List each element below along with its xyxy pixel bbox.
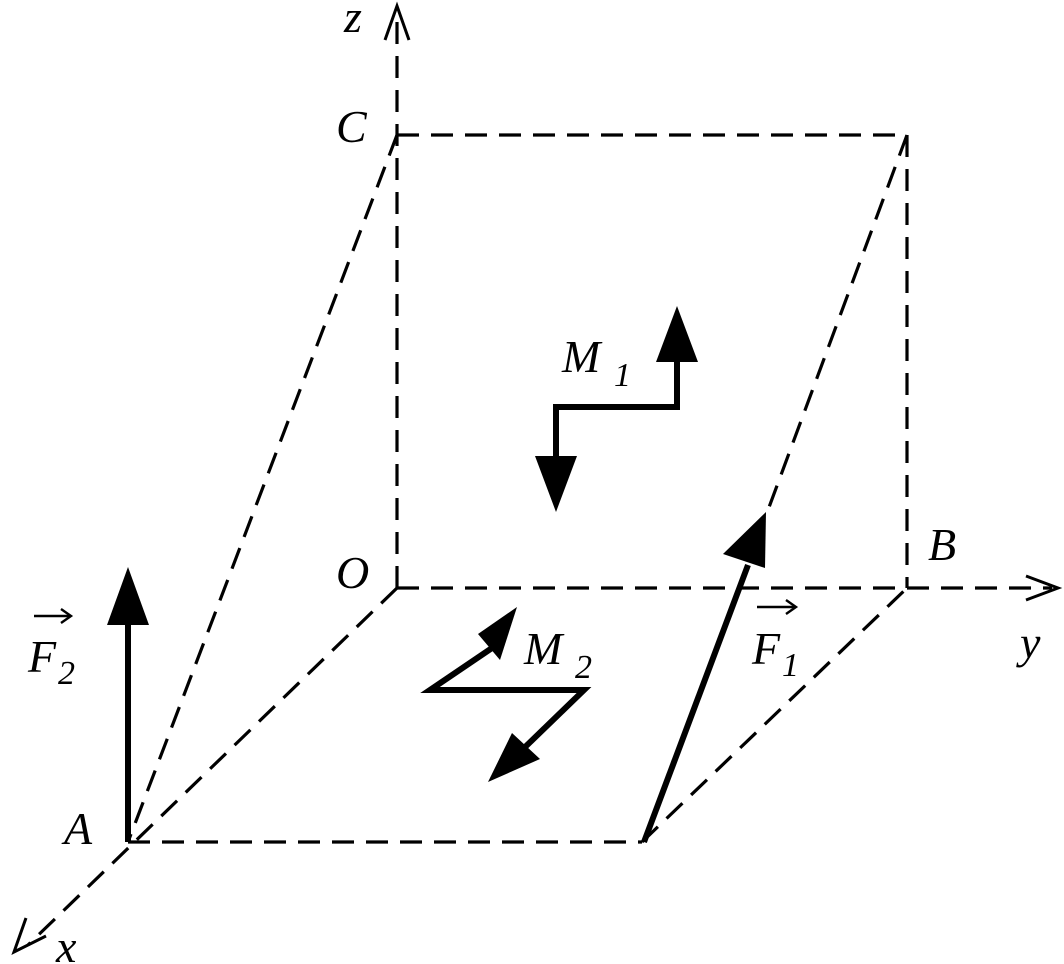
point-label-c: C [336,101,368,152]
x-axis-label: x [55,921,77,964]
point-label-a: A [61,803,93,854]
point-label-b: B [928,519,956,570]
m1-letter: M [561,331,603,382]
force-f2-label: F 2 [27,608,75,692]
m2-letter: M [523,623,565,674]
f1-letter: F [751,623,781,674]
force-f1-label: F 1 [751,599,799,684]
force-f2-arrow [107,567,149,842]
right-bottom-edge [640,586,909,844]
y-axis [397,574,1063,602]
moment-m2-label: M 2 [523,623,592,686]
z-axis-label: z [343,0,362,42]
edge-ca [126,134,399,843]
frame-lines [126,133,909,844]
moment-m1-label: M 1 [561,331,631,394]
y-axis-label: y [1016,617,1041,668]
edge-from-top-right [766,134,909,511]
moment-m1-symbol [535,306,698,512]
z-axis [383,1,411,588]
origin-label-o: O [336,547,369,598]
f2-vector-arrow-icon [34,608,74,624]
f1-subscript: 1 [782,647,799,684]
m1-subscript: 1 [614,357,631,394]
moment-m2-symbol [420,607,592,782]
f1-vector-arrow-icon [757,599,799,615]
x-axis [11,586,399,956]
m2-subscript: 2 [575,649,592,686]
f2-subscript: 2 [58,655,75,692]
f2-letter: F [27,631,57,682]
force-f1-arrow [641,512,766,844]
